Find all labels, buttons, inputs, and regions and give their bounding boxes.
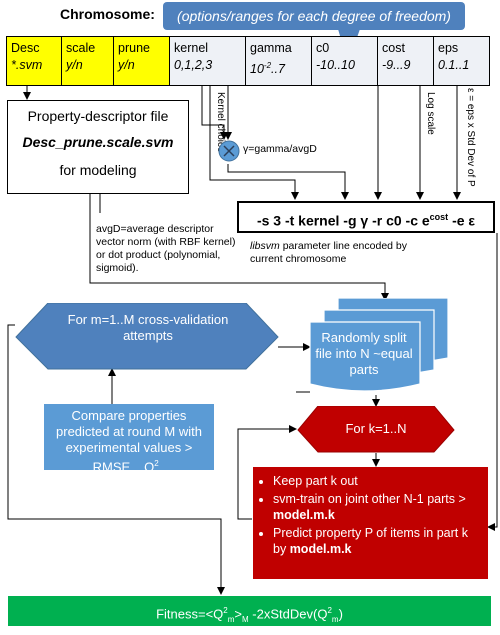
cv-loop-label: For m=1..M cross-validation attempts bbox=[67, 312, 229, 343]
step-train: svm-train on joint other N-1 parts > mod… bbox=[273, 491, 482, 523]
log-scale-note: Log scale bbox=[425, 92, 436, 135]
gene-range: 0.1..1 bbox=[438, 58, 470, 72]
gene-name: c0 bbox=[316, 41, 330, 55]
gene-range: 10-2..7 bbox=[250, 61, 285, 77]
gene-range: 0,1,2,3 bbox=[174, 58, 213, 72]
gene-range: *.svm bbox=[11, 58, 43, 72]
gene-range: -9...9 bbox=[382, 58, 411, 72]
fitness-box: Fitness=<Q2m>M -2xStdDev(Q2m) bbox=[8, 596, 491, 626]
property-file-name: Desc_prune.scale.svm bbox=[22, 134, 174, 150]
gene-eps: eps 0.1..1 bbox=[434, 37, 489, 85]
k-loop-label: For k=1..N bbox=[345, 421, 407, 436]
gene-range: y/n bbox=[66, 58, 83, 72]
gene-name: scale bbox=[66, 41, 96, 55]
gene-range: -10..10 bbox=[316, 58, 355, 72]
cv-steps-box: Keep part k out svm-train on joint other… bbox=[253, 467, 488, 579]
property-file-box: Property-descriptor file Desc_prune.scal… bbox=[7, 100, 189, 194]
compare-box: Compare properties predicted at round M … bbox=[44, 404, 214, 477]
multiply-node-icon bbox=[218, 140, 240, 162]
gene-desc: Desc *.svm bbox=[7, 37, 62, 85]
gene-gamma: gamma 10-2..7 bbox=[246, 37, 312, 85]
eps-definition-note: ε = eps x Std Dev of P bbox=[465, 88, 476, 187]
gene-c0: c0 -10..10 bbox=[312, 37, 378, 85]
gene-name: gamma bbox=[250, 41, 292, 55]
libsvm-note: libsvm parameter line encoded by current… bbox=[250, 240, 408, 265]
gene-range: y/n bbox=[118, 58, 135, 72]
property-file-title: Property-descriptor file bbox=[27, 108, 169, 124]
options-callout: (options/ranges for each degree of freed… bbox=[163, 2, 465, 30]
gamma-definition: γ=gamma/avgD bbox=[243, 143, 317, 155]
libsvm-param-line: -s 3 -t kernel -g γ -r c0 -c ecost -e ε bbox=[237, 201, 495, 233]
avgd-definition: avgD=average descriptor vector norm (wit… bbox=[96, 223, 236, 274]
step-predict: Predict property P of items in part k by… bbox=[273, 525, 482, 557]
k-loop-shape bbox=[297, 406, 455, 453]
gene-name: Desc bbox=[11, 41, 40, 55]
gene-name: eps bbox=[438, 41, 459, 55]
gene-name: kernel bbox=[174, 41, 209, 55]
step-keep-out: Keep part k out bbox=[273, 473, 482, 489]
split-label: Randomly split file into N ~equal parts bbox=[315, 330, 413, 377]
chromosome-title: Chromosome: bbox=[60, 6, 155, 22]
gene-scale: scale y/n bbox=[62, 37, 114, 85]
gene-name: cost bbox=[382, 41, 405, 55]
split-shape bbox=[309, 298, 449, 392]
chromosome-strip bbox=[6, 36, 490, 86]
property-file-purpose: for modeling bbox=[59, 162, 137, 178]
cv-loop-shape bbox=[15, 303, 279, 370]
gene-name: prune bbox=[118, 41, 150, 55]
gene-cost: cost -9...9 bbox=[378, 37, 434, 85]
gene-prune: prune y/n bbox=[114, 37, 170, 85]
gene-kernel: kernel 0,1,2,3 bbox=[170, 37, 246, 85]
